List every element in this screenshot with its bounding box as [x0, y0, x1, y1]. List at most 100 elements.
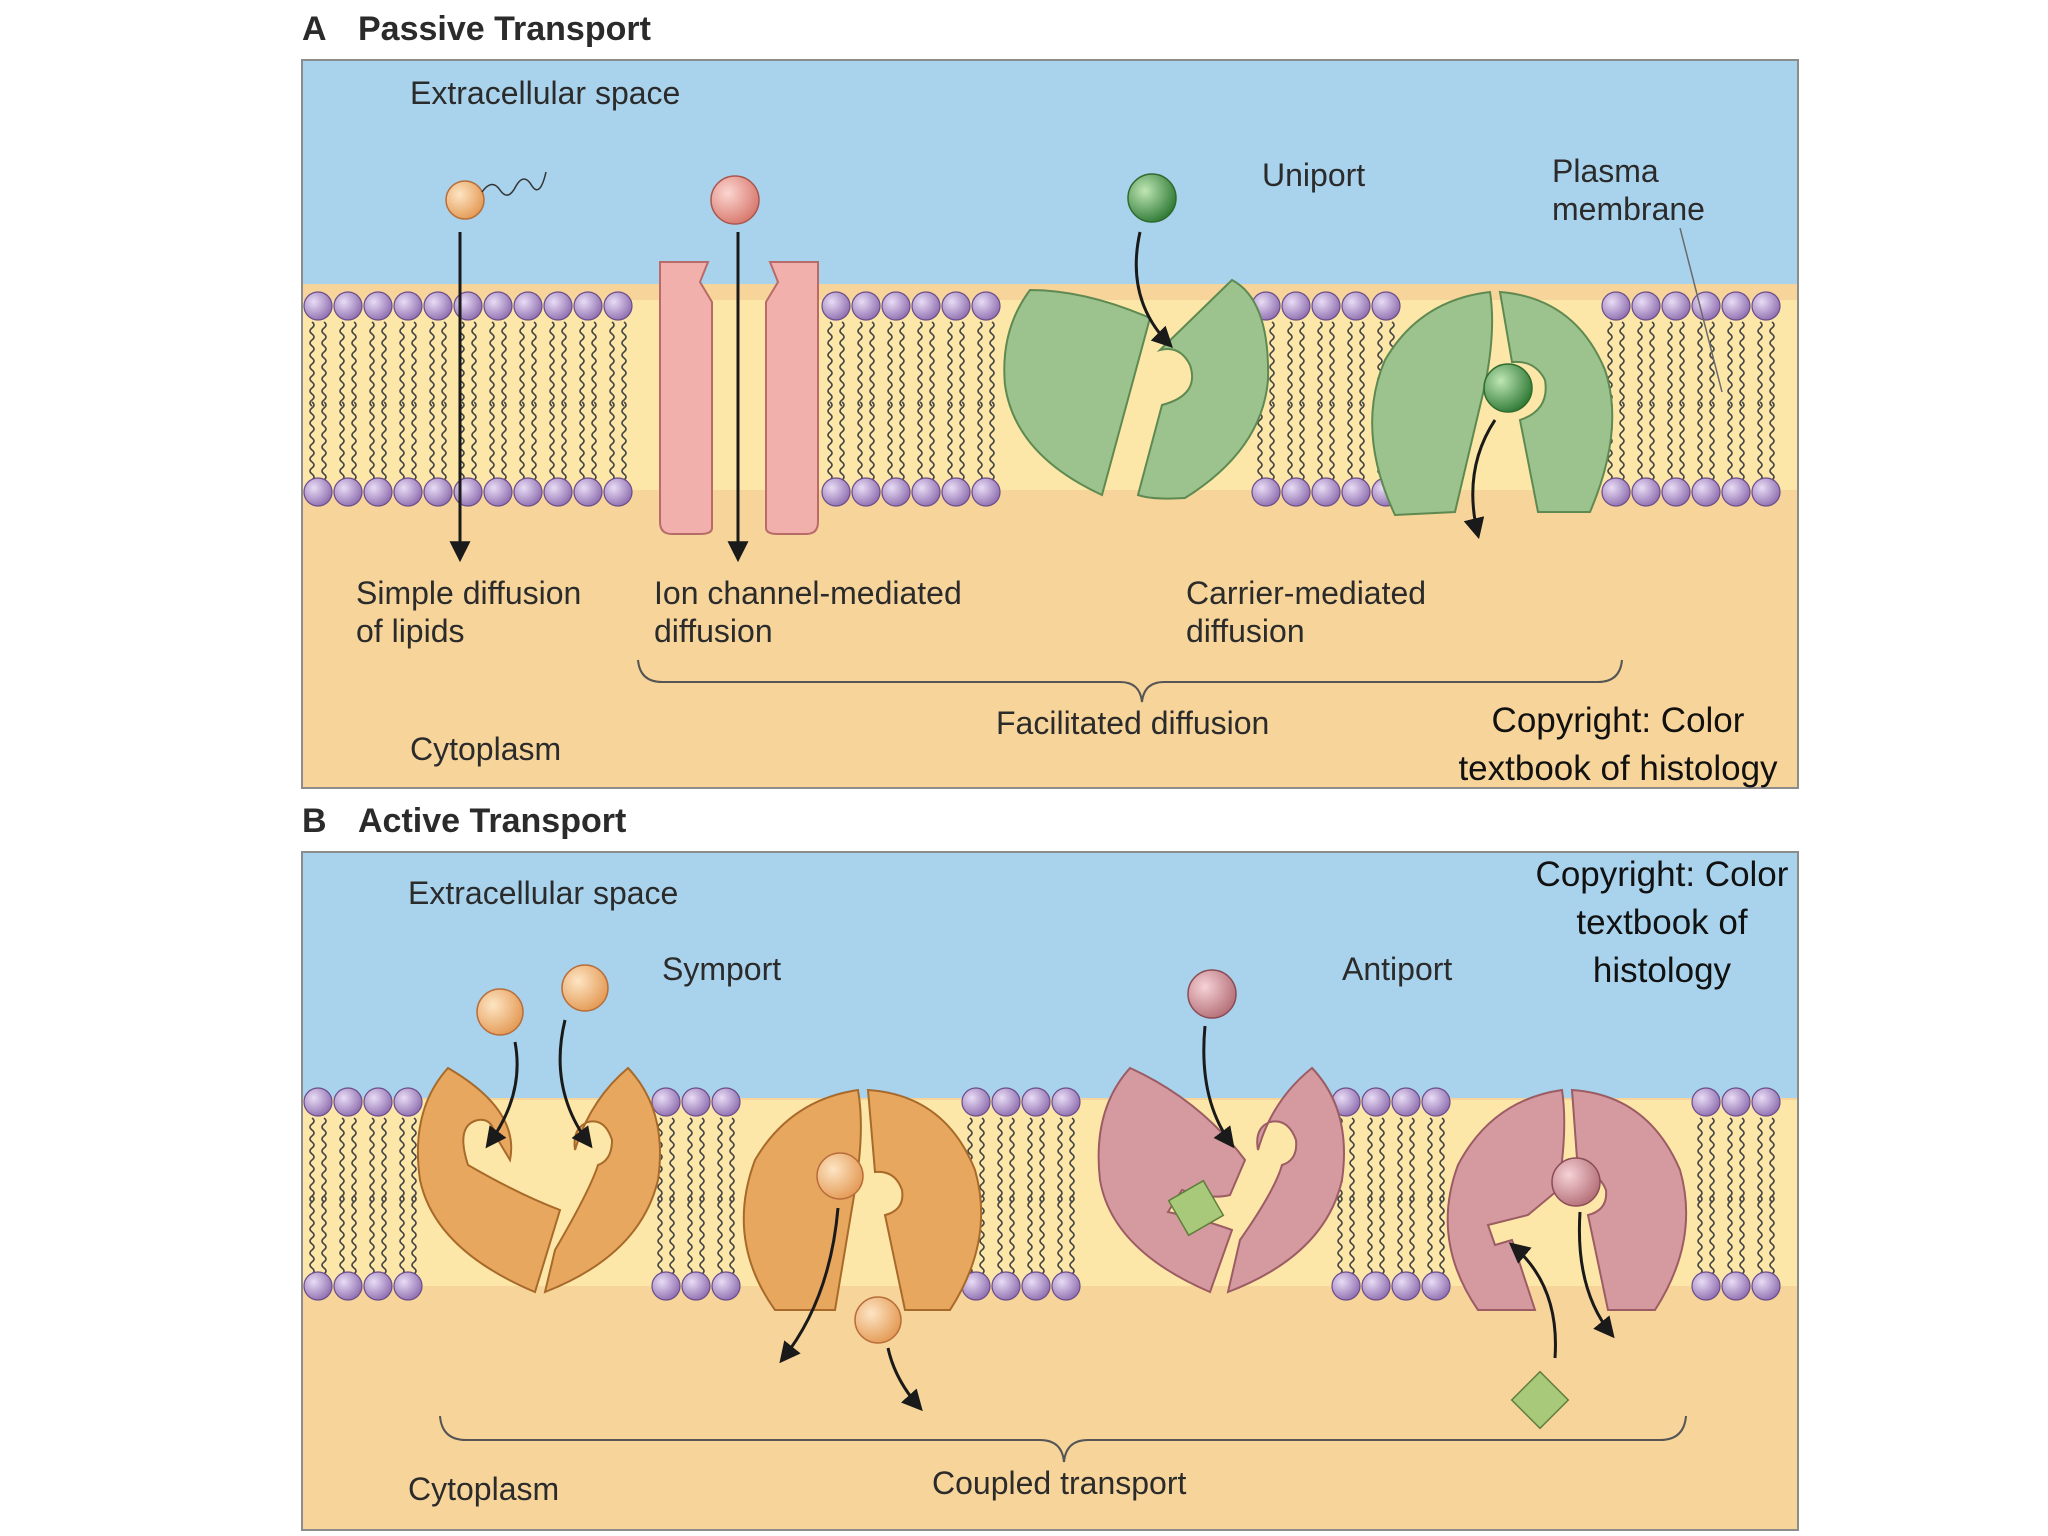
lipid-tail	[411, 401, 417, 487]
lipid-head	[543, 291, 573, 321]
lipid-tail	[827, 321, 833, 407]
lipid-tail	[1027, 1195, 1033, 1281]
lipid-tail	[839, 401, 845, 487]
lipid-head	[991, 1271, 1021, 1301]
lipid-tail	[1317, 321, 1323, 407]
uniport-solute-inside	[1483, 363, 1533, 413]
lipid-tail	[339, 321, 345, 407]
lipid-head	[543, 477, 573, 507]
lipid-tail	[1299, 401, 1305, 487]
lipid-tail	[1397, 1117, 1403, 1203]
lipid-tail	[1347, 321, 1353, 407]
lipid-tail	[441, 401, 447, 487]
lipid-head	[971, 291, 1001, 321]
symport-solute-2	[561, 964, 609, 1012]
lipid-tail	[699, 1195, 705, 1281]
lipid-tail	[1349, 1195, 1355, 1281]
lipid-head	[961, 1087, 991, 1117]
lipid-tail	[1619, 321, 1625, 407]
ion-channel-label-2: diffusion	[654, 613, 773, 649]
lipid-tail	[309, 1195, 315, 1281]
b-cytoplasm-label: Cytoplasm	[408, 1471, 559, 1507]
lipid-tail	[471, 401, 477, 487]
lipid-head	[1341, 477, 1371, 507]
lipid-tail	[1257, 401, 1263, 487]
lipid-head	[453, 291, 483, 321]
panel-a-letter: A	[302, 10, 327, 48]
lipid-head	[303, 1271, 333, 1301]
lipid-head	[1331, 1271, 1361, 1301]
lipid-tail	[687, 1195, 693, 1281]
lipid-head	[651, 1271, 681, 1301]
lipid-head	[393, 477, 423, 507]
lipid-tail	[997, 1195, 1003, 1281]
lipid-tail	[1709, 401, 1715, 487]
lipid-tail	[1057, 1195, 1063, 1281]
lipid-tail	[1317, 401, 1323, 487]
lipid-tail	[857, 321, 863, 407]
lipid-tail	[531, 401, 537, 487]
lipid-head	[303, 477, 333, 507]
uniporter-open-outside	[1003, 278, 1270, 500]
lipid-tail	[1069, 1195, 1075, 1281]
lipid-head	[851, 477, 881, 507]
lipid-head	[1721, 291, 1751, 321]
lipid-tail	[519, 321, 525, 407]
lipid-tail	[1379, 1195, 1385, 1281]
lipid-tail	[959, 321, 965, 407]
lipid-tail	[1637, 321, 1643, 407]
lipid-tail	[609, 401, 615, 487]
lipid-tail	[1667, 401, 1673, 487]
lipid-tail	[989, 401, 995, 487]
lipid-head	[453, 477, 483, 507]
lipid-tail	[1769, 321, 1775, 407]
lipid-head	[423, 477, 453, 507]
lipid-tail	[717, 1195, 723, 1281]
lipid-tail	[1347, 401, 1353, 487]
lipid-solute	[445, 180, 485, 220]
lipid-tail	[1739, 1117, 1745, 1203]
lipid-tail	[441, 321, 447, 407]
lipid-head	[363, 1271, 393, 1301]
lipid-tail	[1287, 401, 1293, 487]
symport-solute-inside-1	[816, 1152, 864, 1200]
lipid-head	[1421, 1271, 1451, 1301]
lipid-head	[363, 291, 393, 321]
uniport-in-arrow	[1134, 231, 1173, 348]
lipid-tail	[309, 401, 315, 487]
symport-release-arrow-1	[779, 1207, 840, 1364]
symport-solute-1	[476, 988, 524, 1036]
antiport-out-arrow	[1508, 1242, 1557, 1359]
lipid-head	[1751, 1271, 1781, 1301]
lipid-tail	[1757, 321, 1763, 407]
lipid-head	[1631, 291, 1661, 321]
lipid-head	[423, 291, 453, 321]
lipid-tail	[1619, 401, 1625, 487]
lipid-head	[1391, 1271, 1421, 1301]
lipid-tail	[339, 1117, 345, 1203]
lipid-tail	[1027, 1117, 1033, 1203]
antiporter-open-outside	[1097, 1066, 1345, 1294]
lipid-head	[851, 291, 881, 321]
lipid-head	[1281, 477, 1311, 507]
lipid-tail	[669, 1117, 675, 1203]
lipid-tail	[1637, 401, 1643, 487]
ion-solute	[710, 175, 760, 225]
lipid-tail	[321, 1117, 327, 1203]
lipid-tail	[717, 1117, 723, 1203]
lipid-tail	[1009, 1195, 1015, 1281]
lipid-head	[1691, 291, 1721, 321]
lipid-tail	[369, 1195, 375, 1281]
lipid-tail	[381, 1117, 387, 1203]
lipid-tail	[1709, 1117, 1715, 1203]
coupled-transport-label: Coupled transport	[932, 1465, 1186, 1501]
lipid-tail	[1769, 401, 1775, 487]
lipid-tail	[519, 401, 525, 487]
lipid-head	[821, 291, 851, 321]
lipid-tail	[869, 321, 875, 407]
lipid-tail	[501, 321, 507, 407]
lipid-head	[1421, 1087, 1451, 1117]
lipid-head	[1251, 477, 1281, 507]
lipid-tail	[1359, 321, 1365, 407]
lipid-tail	[1727, 1117, 1733, 1203]
